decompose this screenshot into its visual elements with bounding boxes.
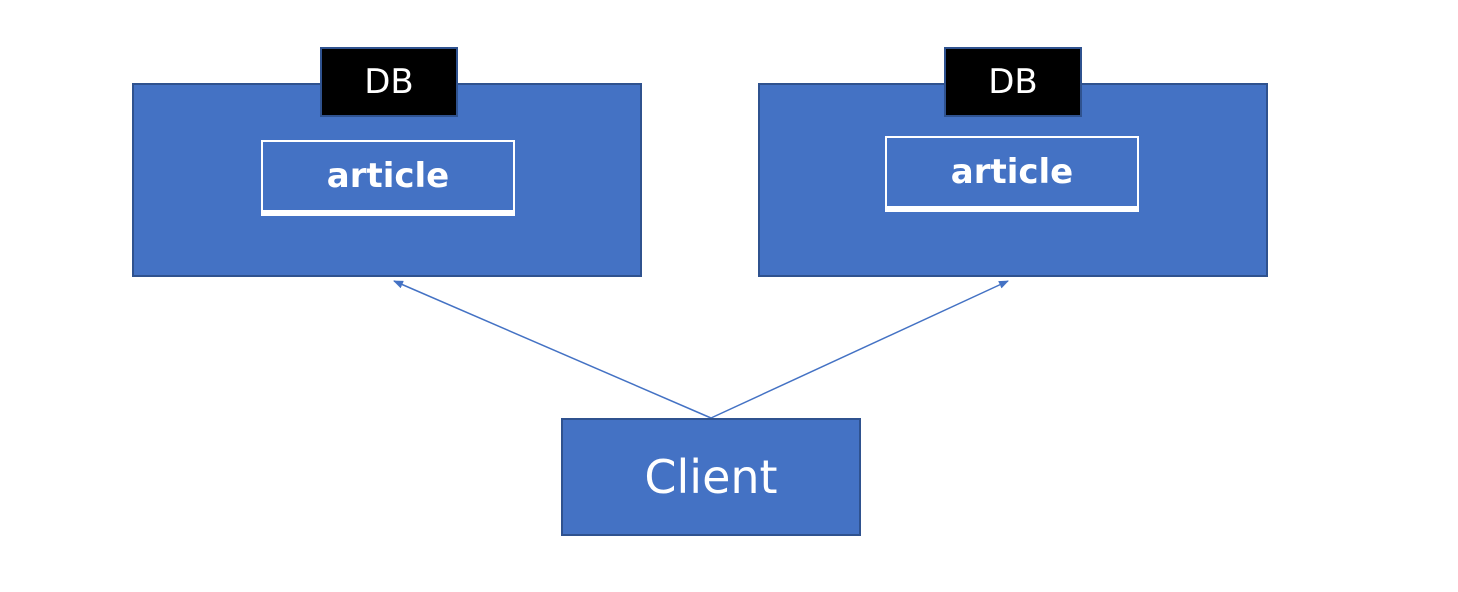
db-label-left: DB xyxy=(320,47,458,117)
table-article-left: article xyxy=(261,140,515,216)
client-box: Client xyxy=(561,418,861,536)
arrow-client-to-db-left xyxy=(393,280,712,419)
database-box-right xyxy=(758,83,1268,277)
arrow-client-to-db-right xyxy=(710,280,1009,419)
table-article-right: article xyxy=(885,136,1139,212)
db-label-right: DB xyxy=(944,47,1082,117)
